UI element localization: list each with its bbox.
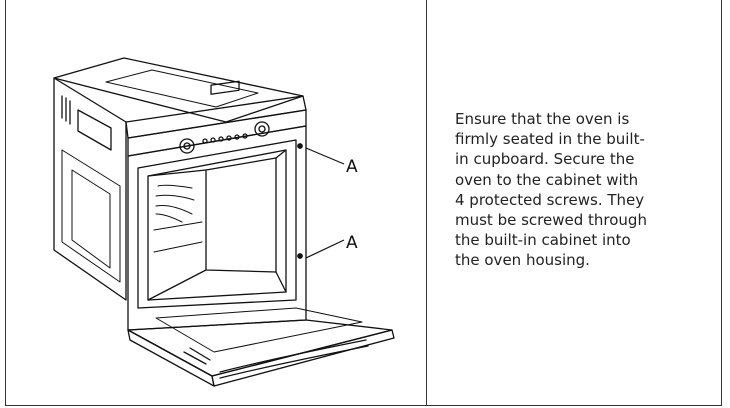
callout-leader-bottom: [305, 239, 345, 259]
oven-cavity: [147, 149, 287, 301]
instruction-line: Ensure that the oven is: [455, 110, 630, 128]
instruction-line: oven to the cabinet with: [455, 170, 639, 189]
control-panel: [125, 95, 307, 139]
oven-top-panel: [53, 57, 304, 123]
oven-side-panel: [53, 77, 127, 301]
instruction-line: the oven housing.: [455, 251, 590, 270]
screw-point-bottom: [297, 253, 303, 259]
instruction-line: firmly seated in the built-: [455, 130, 645, 149]
oven-installation-illustration: A A: [53, 57, 395, 387]
instruction-line: in cupboard. Secure the: [455, 150, 635, 169]
callout-label-a-top: A: [346, 157, 358, 177]
instruction-line: must be screwed through: [455, 211, 647, 230]
callout-leader-top: [305, 147, 345, 165]
instruction-line: 4 protected screws. They: [455, 190, 645, 209]
instruction-text-cell: Ensure that the oven is firmly seated in…: [427, 0, 721, 405]
left-knob: [179, 138, 195, 154]
instruction-line: the built-in cabinet into: [455, 231, 631, 250]
instruction-table: A A Ensure that the oven is firmly seate…: [5, 0, 722, 406]
right-knob: [254, 121, 270, 137]
installation-instruction: Ensure that the oven is firmly seated in…: [455, 109, 705, 271]
open-oven-door: [127, 319, 393, 377]
oven-installation-figure-cell: A A: [6, 0, 427, 405]
callout-label-a-bottom: A: [346, 233, 358, 253]
screw-point-top: [297, 143, 303, 149]
